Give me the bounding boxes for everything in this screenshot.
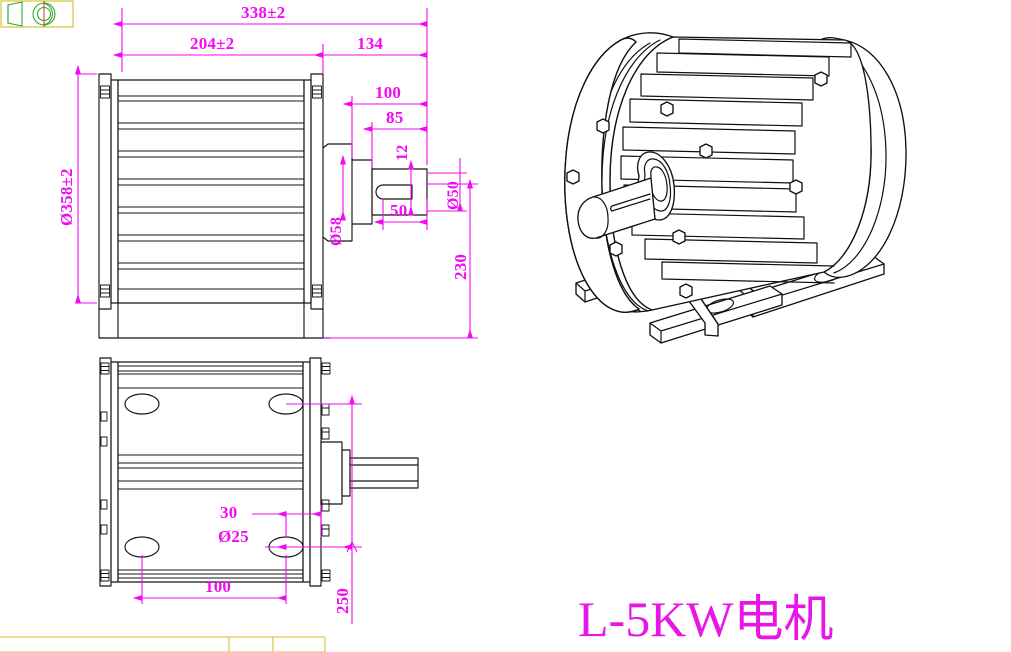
drawing-title-text: L-5KW电机 bbox=[578, 591, 834, 647]
front-elevation-view bbox=[98, 73, 428, 339]
flange-face-iso bbox=[564, 37, 640, 313]
dim-body-diameter: Ø358±2 bbox=[57, 168, 76, 226]
front-view-dimensions: 338±2 204±2 134 Ø358±2 100 85 12 50 Ø50 bbox=[57, 3, 478, 339]
dim-foot-width-250: 250 bbox=[333, 588, 352, 614]
dim-key-width: 12 bbox=[394, 145, 411, 161]
bottom-plan-view bbox=[99, 357, 419, 587]
dim-foot-offset-30: 30 bbox=[220, 503, 237, 522]
isometric-3d-view bbox=[564, 32, 907, 344]
flange-bolt-detail-left bbox=[100, 85, 110, 298]
shaft-assembly-plan bbox=[320, 441, 419, 505]
bottom-view-dimensions: 30 Ø25 100 250 bbox=[132, 394, 362, 624]
mounting-slot-holes bbox=[124, 393, 304, 558]
motor-shaft-iso bbox=[577, 177, 656, 239]
dim-mount-height: 230 bbox=[451, 254, 470, 280]
dim-shaft-diameter: Ø50 bbox=[445, 181, 462, 210]
dim-foot-spacing-100: 100 bbox=[205, 577, 231, 596]
dim-body-length: 204±2 bbox=[190, 34, 234, 53]
dim-shaft-85: 85 bbox=[386, 108, 403, 127]
cooling-fin-lines bbox=[117, 95, 305, 290]
projection-symbol-icon bbox=[7, 1, 56, 27]
flange-hex-bolts-iso bbox=[566, 71, 828, 299]
flange-bolt-detail-right bbox=[312, 85, 322, 298]
dim-overall-length: 338±2 bbox=[241, 3, 285, 22]
projection-symbol-box bbox=[0, 0, 74, 28]
title-block-border bbox=[0, 636, 326, 652]
dim-boss-diameter: Ø58 bbox=[328, 217, 345, 246]
foot-rail-lines bbox=[117, 365, 304, 579]
dim-shaft-end-length: 134 bbox=[357, 34, 383, 53]
dim-shaft-100: 100 bbox=[375, 83, 401, 102]
dim-key-length: 50 bbox=[390, 201, 407, 220]
dim-mount-hole: Ø25 bbox=[218, 527, 249, 546]
